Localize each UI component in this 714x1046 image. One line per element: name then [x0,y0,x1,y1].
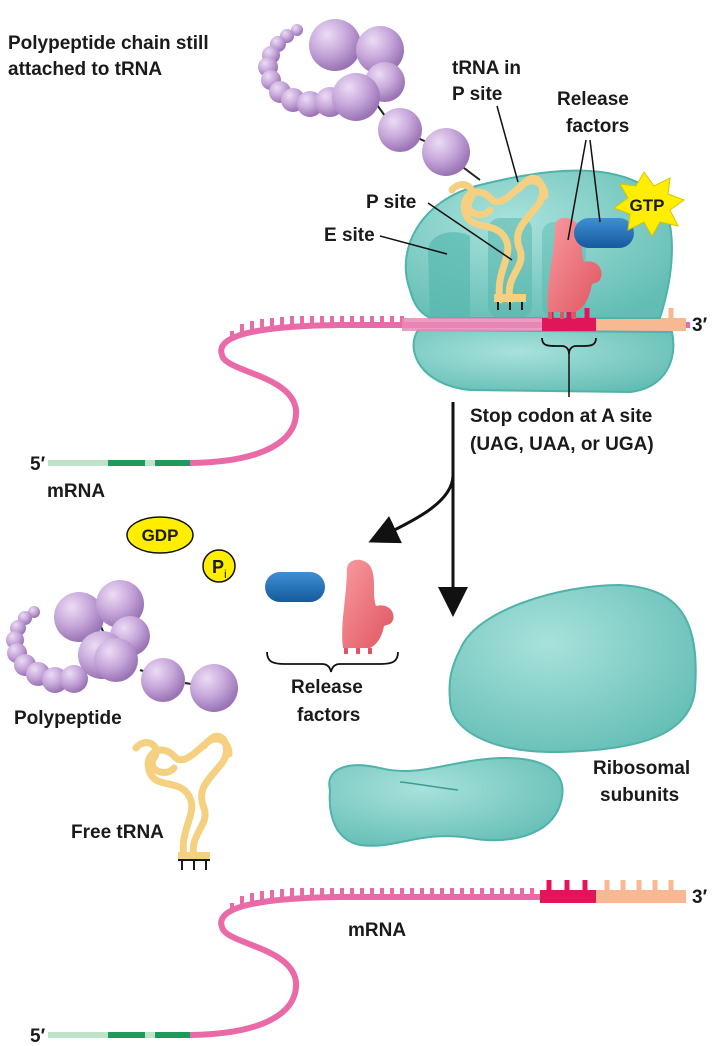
release-factor-pink-top [547,217,602,312]
polypeptide-bottom [6,580,238,712]
mrna-teeth-top [230,316,404,340]
mrna-teeth-bottom [230,888,534,912]
trna-p-site-leader [496,105,519,183]
release-factors-label-top-line1: Release [557,89,629,110]
stop-codon-label-line1: Stop codon at A site [470,406,652,427]
gdp-label: GDP [142,526,179,545]
polypeptide-chain-label-line1: Polypeptide chain still [8,33,209,54]
pi-badge [202,549,236,583]
process-arrow-branch [368,474,455,544]
gdp-badge [126,516,194,554]
p-site-label: P site [366,192,416,213]
release-factors-label-bottom-line1: Release [291,677,363,698]
ribosome-large-subunit-top [404,169,673,319]
release-factors-label-top-line2: factors [566,116,629,137]
release-factors-brace [266,651,399,673]
trna-p-site-label-line2: P site [452,84,502,105]
mrna-stop-codon-teeth-bottom [546,880,588,890]
ribosome-small-subunit-top [412,328,675,394]
e-site-leader [379,235,448,255]
small-subunit-groove [399,781,459,791]
release-factor-blue-top [574,218,634,248]
polypeptide-chain-top [258,19,481,181]
polypeptide-chain-label-line2: attached to tRNA [8,59,162,80]
release-factor-pink-bottom [342,559,394,648]
polypeptide-label: Polypeptide [14,708,122,729]
ribosomal-subunits-label-line1: Ribosomal [593,758,690,779]
trna-p-site-base [494,294,526,302]
stop-codon-top [542,318,596,331]
free-trna-base [178,852,210,860]
free-trna-label: Free tRNA [71,822,164,843]
e-site-label: E site [324,225,375,246]
release-factors-leader-2 [589,139,601,223]
mrna-strand-top [48,322,690,466]
mrna-strand-bottom [48,894,540,1038]
release-factors-label-bottom-line2: factors [297,705,360,726]
ribosome-large-subunit-free [448,583,697,754]
mrna-3prime-peach-bottom [596,890,686,903]
five-prime-label-top: 5′ [30,454,46,475]
five-prime-label-bottom: 5′ [30,1026,46,1046]
mrna-peach-teeth-bottom [604,880,674,890]
free-trna-anticodon [178,859,210,870]
release-factors-leader-1 [567,139,587,241]
gtp-burst [612,171,686,238]
mrna-label-bottom: mRNA [348,920,406,941]
trna-p-site-label-line1: tRNA in [452,58,521,79]
mrna-stop-codon-bottom [540,890,596,903]
release-factor-blue-bottom [265,572,325,602]
mrna-label-top: mRNA [47,481,105,502]
ribosome-small-subunit-free [328,756,564,847]
p-site-leader [427,202,513,261]
three-prime-label-top: 3′ [692,315,708,336]
three-prime-label-bottom: 3′ [692,887,708,908]
gtp-label: GTP [630,196,665,215]
release-factor-teeth-top [548,312,576,319]
e-site-pocket [428,232,470,318]
stop-codon-label-line2: (UAG, UAA, or UGA) [470,434,654,455]
ribosomal-subunits-label-line2: subunits [600,785,679,806]
release-factor-teeth-bottom [344,648,372,654]
trna-p-site [448,174,549,304]
free-trna [132,732,233,862]
pi-label: Pi [212,557,227,581]
mrna-3prime-peach [596,318,686,331]
mrna-in-ribosome [402,318,542,331]
